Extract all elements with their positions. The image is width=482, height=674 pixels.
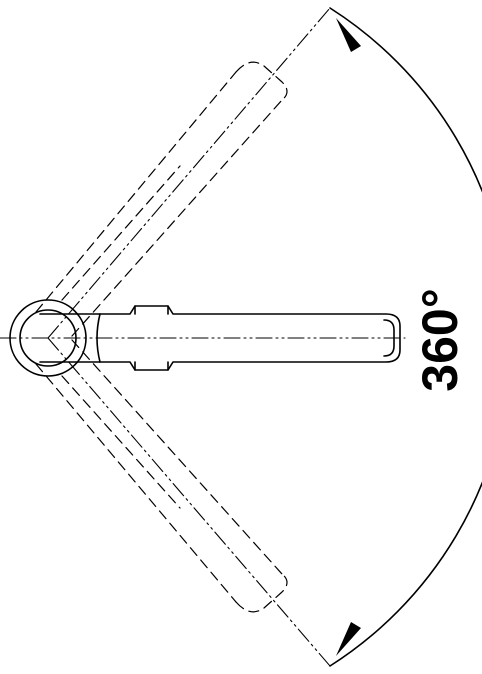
ghost-lower-edge-inner bbox=[71, 339, 283, 575]
ghost-upper-inner-line bbox=[61, 165, 181, 301]
base-inner-ring bbox=[19, 309, 77, 367]
ghost-lower-inner-line bbox=[61, 375, 181, 509]
spout-body bbox=[39, 305, 401, 371]
arrowhead-top bbox=[336, 18, 361, 52]
rotation-angle-label: 360° bbox=[412, 288, 468, 391]
base-outer-ring bbox=[9, 299, 87, 377]
spout-main bbox=[39, 305, 401, 371]
faucet-base bbox=[9, 299, 87, 377]
spout-tip-inner bbox=[383, 319, 395, 357]
lower-swing-axis bbox=[47, 337, 331, 667]
arrowhead-bottom bbox=[336, 622, 361, 656]
ghost-lower-edge-outer bbox=[35, 363, 237, 603]
spout-neck-curve bbox=[96, 313, 101, 363]
spout-ghost-upper bbox=[35, 61, 288, 337]
axis-lines bbox=[0, 7, 406, 667]
ghost-upper-edge-inner bbox=[71, 99, 283, 337]
ghost-upper-tip bbox=[235, 61, 288, 101]
sweep-arc bbox=[329, 7, 482, 667]
ghost-lower-tip bbox=[235, 573, 288, 613]
rotation-arc bbox=[329, 7, 482, 667]
upper-swing-axis bbox=[47, 7, 331, 339]
ghost-upper-edge-outer bbox=[35, 71, 237, 313]
spout-ghost-lower bbox=[35, 339, 288, 613]
